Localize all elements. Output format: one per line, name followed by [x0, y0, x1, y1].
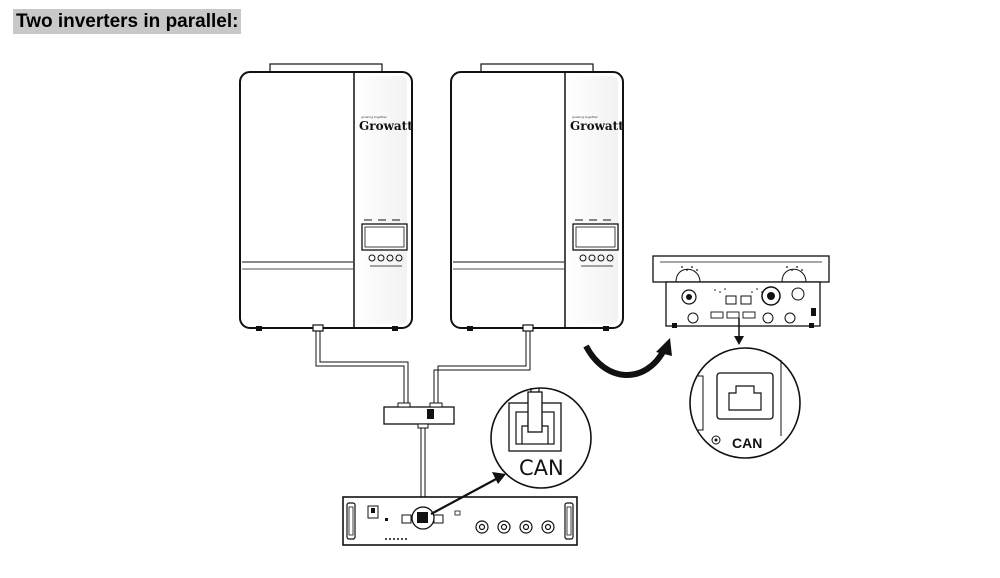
inverter-1-button-4 [395, 254, 403, 262]
inverter-can-label: CAN [732, 435, 762, 451]
inverter-2-lcd-screen [572, 223, 619, 251]
inverter-1: growing together Growatt [239, 63, 413, 332]
battery-can-callout: CAN [490, 387, 592, 489]
inverter-1-button-2 [377, 254, 385, 262]
inverter-2: growing together Growatt [450, 63, 624, 332]
inverter-1-logo: Growatt [359, 119, 413, 133]
callout-pointer-arrow [430, 472, 506, 515]
battery-front-panel [342, 496, 578, 546]
inverter-1-button-3 [386, 254, 394, 262]
diagram-title: Two inverters in parallel: [13, 9, 242, 34]
inverter-can-callout: CAN [689, 347, 801, 459]
inverter-2-button-2 [588, 254, 596, 262]
inverter-2-button-3 [597, 254, 605, 262]
inverter-1-parallel-port [312, 324, 324, 332]
inverter-2-tagline: growing together [572, 115, 599, 119]
battery-handle-right [564, 502, 574, 540]
inverter-1-control-panel [361, 219, 408, 267]
inverter-2-mount-bracket [480, 63, 594, 73]
cable-splitter [383, 402, 455, 429]
inverter-2-button-1 [579, 254, 587, 262]
inverter-bottom-view [652, 255, 830, 345]
inverter-2-parallel-port [522, 324, 534, 332]
curved-arrow [583, 338, 672, 378]
battery-module [342, 496, 578, 546]
inverter-2-button-4 [606, 254, 614, 262]
battery-can-port [417, 512, 428, 523]
inverter-1-tagline: growing together [361, 115, 388, 119]
battery-port-rs485 [401, 514, 412, 524]
inverter-1-lcd-screen [361, 223, 408, 251]
inverter-2-control-panel [572, 219, 619, 267]
battery-can-label: CAN [519, 456, 564, 480]
battery-handle-left [346, 502, 356, 540]
inverter-2-logo: Growatt [570, 119, 624, 133]
inverter-1-mount-bracket [269, 63, 383, 73]
inverter-1-button-1 [368, 254, 376, 262]
battery-terminals [475, 520, 555, 534]
can-port-highlight [411, 506, 435, 530]
